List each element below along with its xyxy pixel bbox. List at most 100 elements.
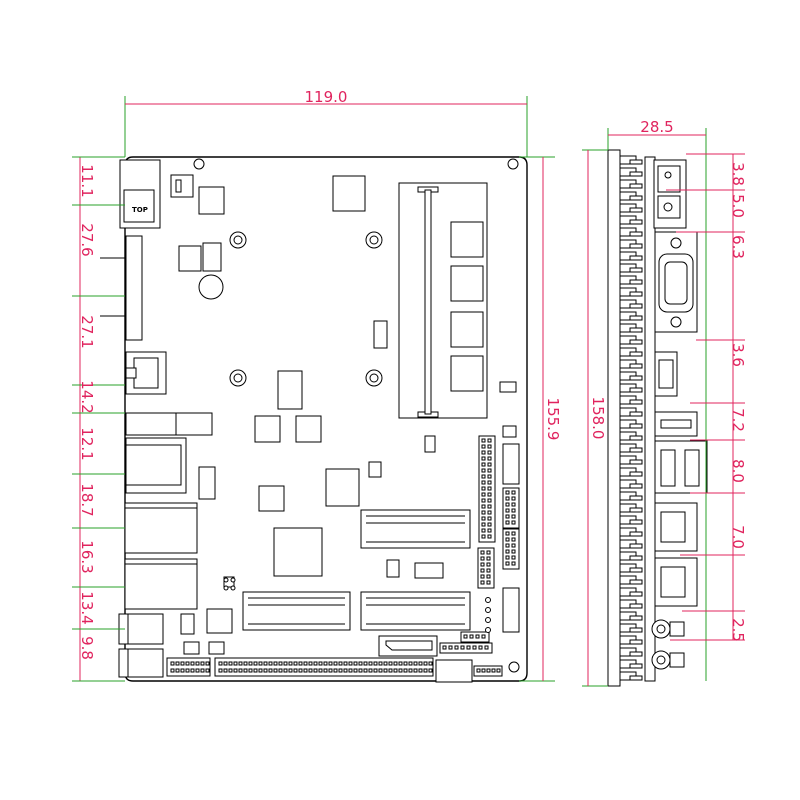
pin (505, 508, 510, 513)
pin (505, 537, 510, 542)
pin (448, 645, 453, 650)
heatsink-fin (629, 339, 643, 345)
mini-pcie-slot (360, 509, 471, 549)
led (230, 585, 236, 591)
pin (343, 661, 348, 666)
chip (277, 370, 303, 410)
pin (487, 528, 492, 533)
heatsink-fin (629, 603, 643, 609)
mounting-hole (508, 661, 520, 673)
pin (228, 661, 233, 666)
chip (198, 466, 216, 500)
power-header-pin (175, 179, 182, 193)
pin (368, 668, 373, 673)
pin (398, 661, 403, 666)
pin (353, 668, 358, 673)
pin (408, 661, 413, 666)
pin (180, 661, 185, 666)
pin (480, 556, 485, 561)
heatsink-fin (629, 291, 643, 297)
pin (195, 661, 200, 666)
left-spacing-label: 18.7 (78, 483, 96, 516)
pin (505, 502, 510, 507)
power-header (170, 174, 194, 198)
pin (363, 661, 368, 666)
pin (475, 634, 480, 639)
pin (486, 550, 491, 555)
pin (308, 668, 313, 673)
pin (472, 645, 477, 650)
left-spacing-label: 12.1 (78, 427, 96, 460)
pin (505, 543, 510, 548)
pin (466, 645, 471, 650)
pin (348, 661, 353, 666)
ram-chip (450, 265, 484, 302)
left-spacing-label: 9.8 (78, 636, 96, 660)
pin (278, 668, 283, 673)
chip (424, 435, 436, 453)
pin (338, 668, 343, 673)
pin (363, 668, 368, 673)
ethernet-port (124, 502, 198, 554)
pin (487, 444, 492, 449)
pin (328, 661, 333, 666)
side-dc-jack (653, 159, 687, 229)
pin (223, 661, 228, 666)
pin (253, 661, 258, 666)
heatsink-fin (629, 579, 643, 585)
heatsink-fin (629, 519, 643, 525)
fan-header (208, 641, 225, 655)
heatsink-fin (629, 459, 643, 465)
pin (308, 661, 313, 666)
pin (313, 668, 318, 673)
chip (206, 608, 233, 634)
msata-slot (242, 591, 351, 631)
ram-chip (450, 221, 484, 258)
chip (386, 559, 400, 578)
pin (487, 504, 492, 509)
pin (353, 661, 358, 666)
left-spacing-label: 16.3 (78, 540, 96, 573)
pin (480, 550, 485, 555)
pin (413, 661, 418, 666)
pin (491, 668, 496, 673)
pin (487, 486, 492, 491)
pin-headers (439, 435, 520, 654)
pin (323, 661, 328, 666)
pin (511, 555, 516, 560)
pin (288, 661, 293, 666)
heatsink-base (607, 149, 621, 687)
pin (481, 492, 486, 497)
pin (223, 668, 228, 673)
pin (388, 661, 393, 666)
pin (293, 668, 298, 673)
left-spacing-label: 14.2 (78, 380, 96, 413)
pin (418, 661, 423, 666)
right-spacing-label: 3.6 (729, 343, 747, 367)
pin (185, 668, 190, 673)
pin (505, 520, 510, 525)
pin (303, 661, 308, 666)
bottom-header (166, 657, 211, 677)
pin (228, 668, 233, 673)
heatsink-fin (629, 315, 643, 321)
heatsink-fin (629, 627, 643, 633)
pin (487, 462, 492, 467)
heatsink-fin (629, 279, 643, 285)
pin (383, 668, 388, 673)
pin-header (460, 631, 490, 643)
heatsink-fin (629, 675, 643, 681)
heatsink-fin (629, 159, 643, 165)
pin (511, 543, 516, 548)
side-board-edge (644, 156, 656, 682)
pin (333, 661, 338, 666)
right-spacing-label: 7.0 (729, 525, 747, 549)
heatsink-fin (629, 567, 643, 573)
pin (481, 468, 486, 473)
pin (487, 498, 492, 503)
heatsink-fin (629, 507, 643, 513)
pin (484, 645, 489, 650)
pin (378, 668, 383, 673)
pin (487, 510, 492, 515)
pin (238, 668, 243, 673)
